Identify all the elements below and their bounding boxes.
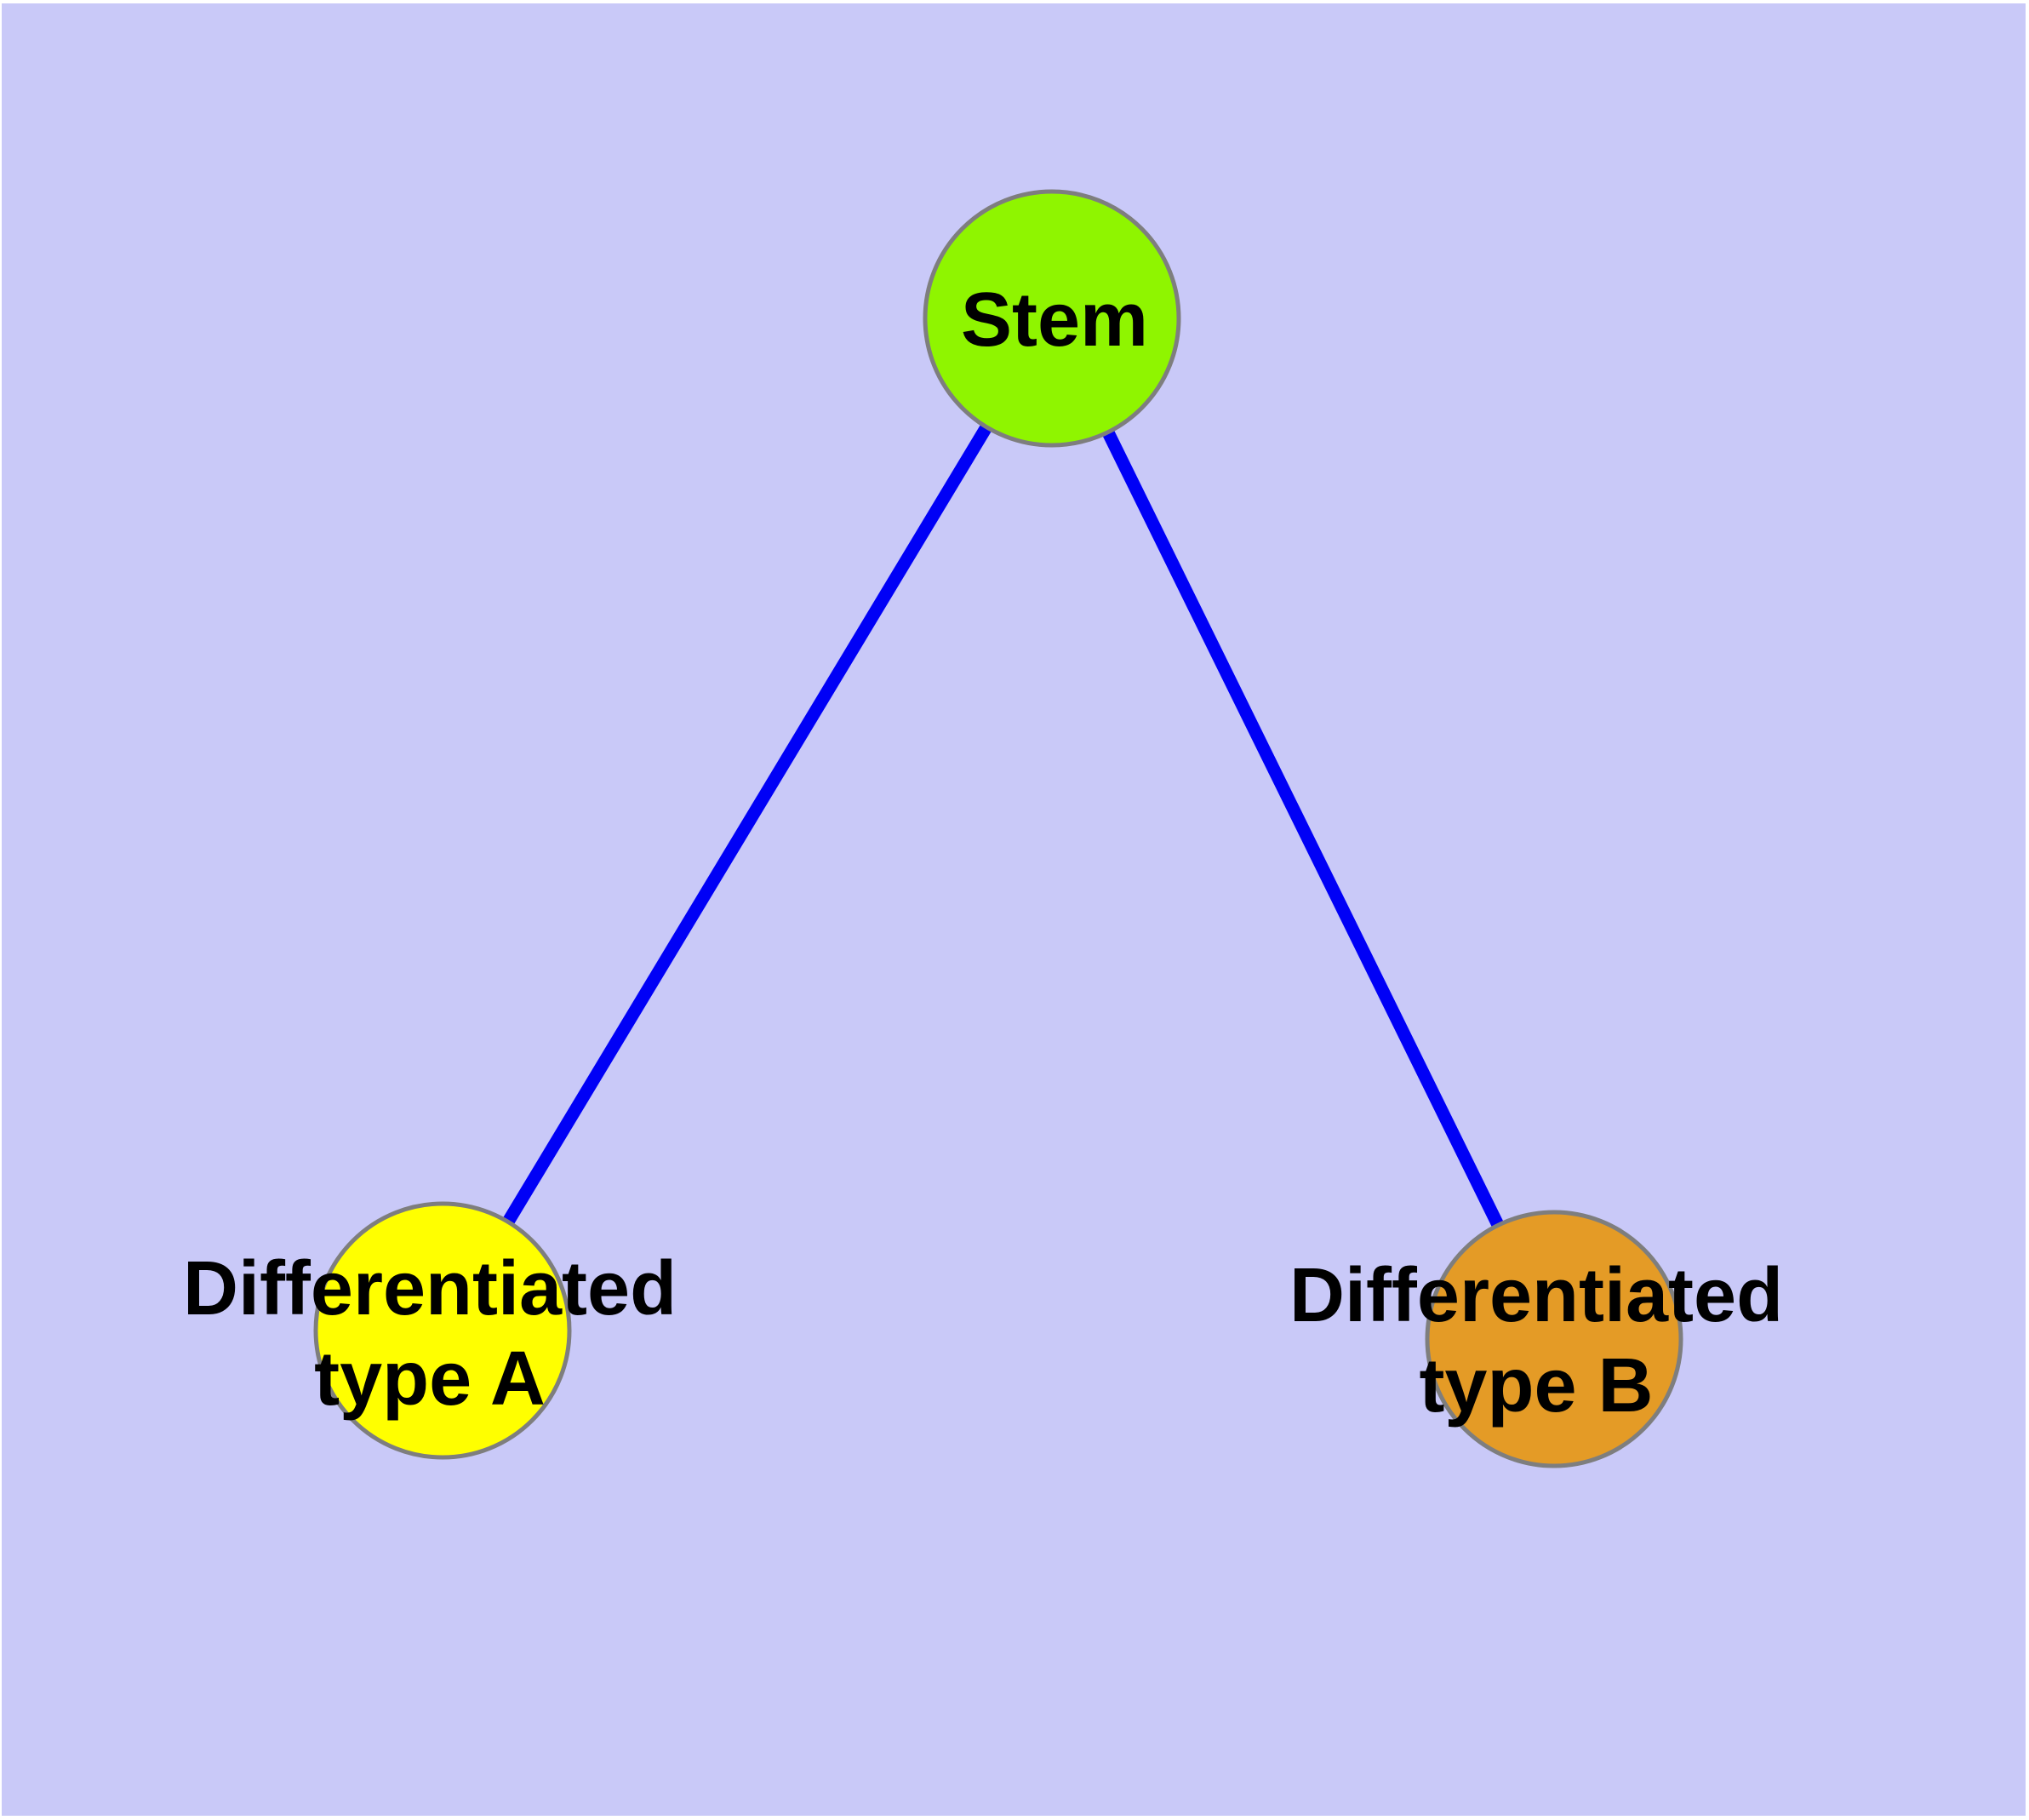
node-label-stem: Stem <box>961 275 1148 365</box>
edge-stem-to-type-a <box>437 315 1058 1334</box>
node-label-differentiated-type-a: Differentiated type A <box>183 1244 677 1424</box>
node-label-type-a-line1: Differentiated <box>182 1245 677 1331</box>
node-differentiated-type-b-circle <box>1425 1210 1683 1468</box>
node-label-stem-text: Stem <box>960 277 1149 363</box>
node-differentiated-type-a-circle <box>313 1201 572 1460</box>
node-label-type-b-line2: type B <box>1419 1343 1654 1428</box>
node-label-type-b-line1: Differentiated <box>1289 1252 1784 1338</box>
node-stem-circle <box>923 189 1181 448</box>
node-label-differentiated-type-b: Differentiated type B <box>1289 1251 1783 1431</box>
node-label-type-a-line2: type A <box>314 1336 546 1422</box>
edge-stem-to-type-b <box>1046 315 1560 1342</box>
